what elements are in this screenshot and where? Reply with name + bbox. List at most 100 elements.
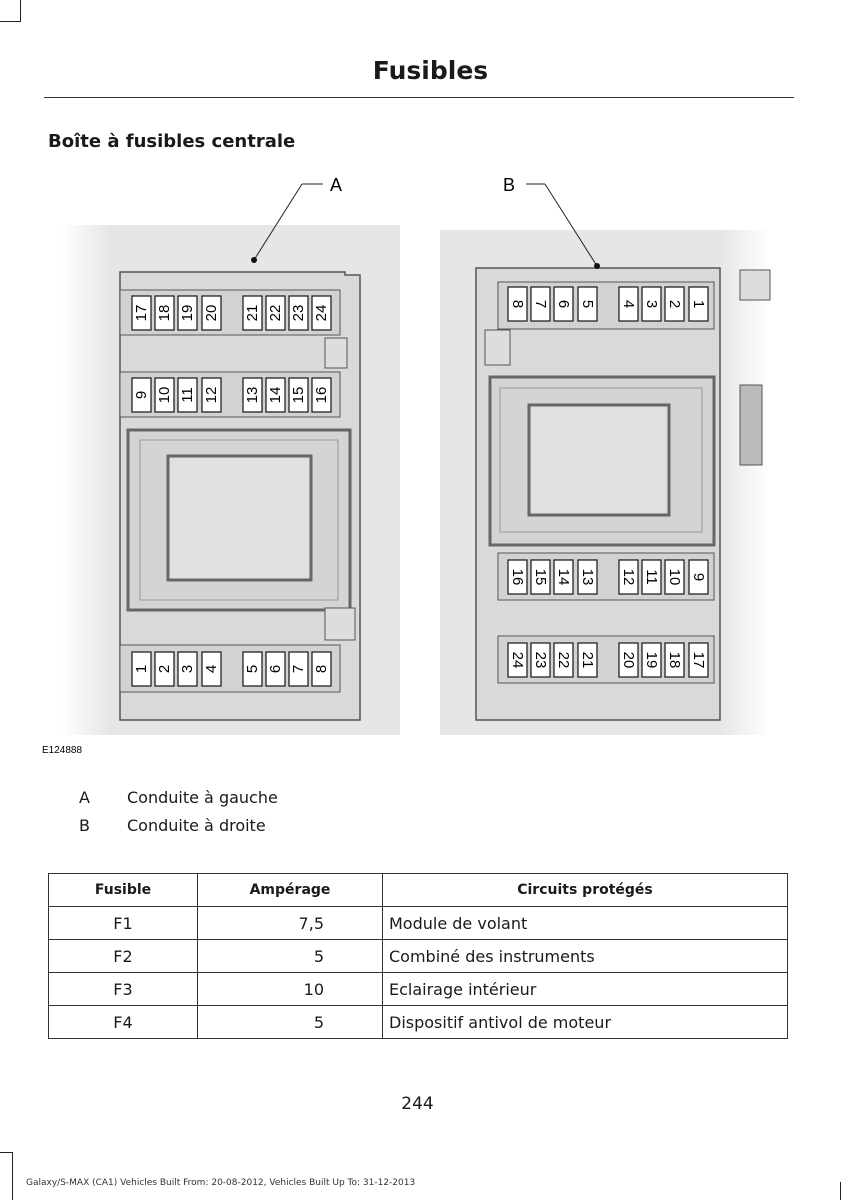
fuse-slot-right-4 [618, 286, 639, 322]
fuse-number: 23 [532, 652, 549, 669]
fuse-number: 22 [267, 305, 284, 322]
fuse-cell: F1 [48, 906, 198, 940]
legend-key-b: B [79, 816, 90, 835]
legend-text-b: Conduite à droite [127, 816, 266, 835]
fuse-slot-right-24 [507, 642, 528, 678]
callout-dot-b [594, 263, 600, 269]
amperage-cell: 5 [197, 1005, 383, 1039]
fuse-slot-left-19 [177, 295, 198, 331]
fuse-slot-right-13 [577, 559, 598, 595]
fuse-slot-right-22 [553, 642, 574, 678]
page-number: 244 [401, 1094, 434, 1114]
callout-line-a [253, 183, 303, 261]
fuse-slot-right-15 [530, 559, 551, 595]
callout-label-a: A [330, 175, 342, 195]
fuse-slot-right-12 [618, 559, 639, 595]
legend-key-a: A [79, 788, 90, 807]
fuse-number: 21 [579, 652, 596, 669]
crop-mark [840, 1182, 841, 1200]
fuse-number: 7 [532, 300, 549, 308]
fuse-number: 6 [267, 665, 284, 673]
column-header: Fusible [48, 873, 198, 907]
fuse-number: 18 [666, 652, 683, 669]
fuse-cell: F3 [48, 972, 198, 1006]
fuse-slot-right-5 [577, 286, 598, 322]
fuse-number: 16 [313, 387, 330, 404]
callout-label-b: B [503, 175, 515, 195]
fuse-slot-left-2 [154, 651, 175, 687]
fuse-slot-right-11 [641, 559, 662, 595]
fuse-slot-right-20 [618, 642, 639, 678]
column-header: Ampérage [197, 873, 383, 907]
fuse-cell: F4 [48, 1005, 198, 1039]
fuse-number: 8 [509, 300, 526, 308]
table-header-row: Fusible Ampérage Circuits protégés [48, 873, 788, 907]
circuit-cell: Dispositif antivol de moteur [382, 1005, 788, 1039]
section-title: Boîte à fusibles centrale [48, 131, 296, 152]
image-code: E124888 [42, 745, 82, 756]
fuse-slot-left-7 [288, 651, 309, 687]
page-title: Fusibles [372, 56, 489, 85]
circuit-cell: Combiné des instruments [382, 939, 788, 973]
fuse-slot-left-23 [288, 295, 309, 331]
fuse-slot-left-10 [154, 377, 175, 413]
fuse-slot-left-14 [265, 377, 286, 413]
callout-line-b [544, 183, 598, 267]
amperage-cell: 7,5 [197, 906, 383, 940]
fuse-slot-left-1 [131, 651, 152, 687]
callout-dot-a [251, 257, 257, 263]
fuse-number: 21 [244, 305, 261, 322]
fuse-slot-left-6 [265, 651, 286, 687]
fuse-slot-right-17 [688, 642, 709, 678]
fuse-number: 12 [203, 387, 220, 404]
crop-mark [20, 0, 21, 22]
fuse-slot-right-1 [688, 286, 709, 322]
fuse-number: 20 [620, 652, 637, 669]
fuse-number: 19 [179, 305, 196, 322]
fuse-slot-left-9 [131, 377, 152, 413]
fuse-number: 13 [579, 569, 596, 586]
fuse-number: 5 [579, 300, 596, 308]
crop-mark [0, 21, 21, 22]
circuit-cell: Eclairage intérieur [382, 972, 788, 1006]
fuse-number: 1 [690, 300, 707, 308]
fuse-number: 14 [555, 569, 572, 586]
fuse-slot-right-3 [641, 286, 662, 322]
fuse-slot-left-17 [131, 295, 152, 331]
fuse-slot-left-21 [242, 295, 263, 331]
fuse-slot-left-3 [177, 651, 198, 687]
fuse-number: 17 [690, 652, 707, 669]
fuse-slot-right-10 [664, 559, 685, 595]
fuse-slot-right-8 [507, 286, 528, 322]
fuse-number: 3 [643, 300, 660, 308]
fuse-slot-left-11 [177, 377, 198, 413]
fuse-slot-left-5 [242, 651, 263, 687]
fuse-slot-right-14 [553, 559, 574, 595]
fuse-number: 20 [203, 305, 220, 322]
fuse-slot-right-7 [530, 286, 551, 322]
fuse-number: 11 [643, 569, 660, 585]
legend-text-a: Conduite à gauche [127, 788, 278, 807]
fuse-number: 24 [509, 652, 526, 669]
fuse-number: 13 [244, 387, 261, 404]
fuse-slot-right-9 [688, 559, 709, 595]
fuse-number: 19 [643, 652, 660, 669]
fuse-number: 16 [509, 569, 526, 586]
fuse-slot-left-24 [311, 295, 332, 331]
fuse-number: 4 [620, 300, 637, 308]
fuse-slot-left-13 [242, 377, 263, 413]
fuse-number: 18 [156, 305, 173, 322]
fuse-number: 9 [690, 573, 707, 581]
fuse-number: 3 [179, 665, 196, 673]
fuse-slot-left-12 [201, 377, 222, 413]
fuse-number: 2 [666, 300, 683, 308]
fuse-number: 10 [156, 387, 173, 404]
footer-text: Galaxy/S-MAX (CA1) Vehicles Built From: … [26, 1178, 416, 1188]
